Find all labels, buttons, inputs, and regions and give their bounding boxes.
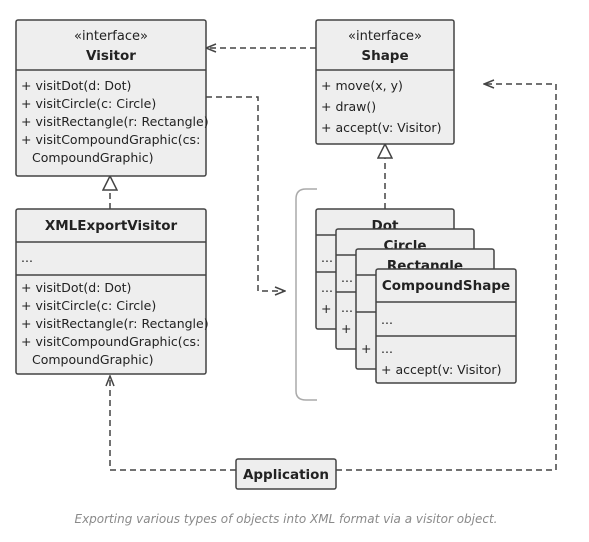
xmlexportvisitor-class-box: XMLExportVisitor ... + visitDot(d: Dot) …: [15, 208, 209, 375]
shape-title: Shape: [361, 48, 408, 64]
dot-field: ...: [321, 250, 333, 265]
xmlexportvisitor-field: ...: [21, 250, 33, 265]
visitor-method: + visitCircle(c: Circle): [21, 96, 156, 111]
figure-caption: Exporting various types of objects into …: [74, 512, 497, 526]
shape-method: + draw(): [321, 99, 376, 114]
visitor-stereotype: «interface»: [74, 29, 148, 44]
visitor-title: Visitor: [86, 48, 136, 64]
xmlexportvisitor-method: + visitRectangle(r: Rectangle): [21, 316, 209, 331]
xmlexportvisitor-method: + visitCompoundGraphic(cs:: [21, 334, 200, 349]
visitor-interface-box: «interface» Visitor + visitDot(d: Dot) +…: [15, 19, 209, 177]
xmlexportvisitor-title: XMLExportVisitor: [45, 218, 178, 234]
visitor-method: CompoundGraphic): [32, 150, 153, 165]
xmlexportvisitor-method: + visitCircle(c: Circle): [21, 298, 156, 313]
visitor-to-shapes-arrow: [206, 96, 285, 291]
shape-method: + move(x, y): [321, 78, 403, 93]
application-box: Application: [235, 458, 337, 490]
dot-method: ...: [321, 280, 333, 295]
visitor-method: + visitCompoundGraphic(cs:: [21, 132, 200, 147]
compoundshape-field: ...: [381, 312, 393, 327]
shape-method: + accept(v: Visitor): [321, 120, 441, 135]
compoundshape-title: CompoundShape: [382, 278, 510, 294]
visitor-method: + visitRectangle(r: Rectangle): [21, 114, 209, 129]
circle-method: ...: [341, 300, 353, 315]
xmlexportvisitor-method: CompoundGraphic): [32, 352, 153, 367]
visitor-method: + visitDot(d: Dot): [21, 78, 131, 93]
shape-interface-box: «interface» Shape + move(x, y) + draw() …: [315, 19, 455, 145]
shape-stereotype: «interface»: [348, 29, 422, 44]
shapes-group-bracket: [295, 188, 317, 401]
xmlexportvisitor-method: + visitDot(d: Dot): [21, 280, 131, 295]
application-to-shape-arrow: [336, 84, 557, 471]
application-to-xmlexportvisitor-arrow: [110, 376, 236, 471]
compoundshape-method: + accept(v: Visitor): [381, 362, 501, 377]
compoundshape-method: ...: [381, 341, 393, 356]
circle-field: ...: [341, 270, 353, 285]
application-label: Application: [243, 467, 329, 483]
compoundshape-class-box: CompoundShape ... ... + accept(v: Visito…: [375, 268, 517, 384]
